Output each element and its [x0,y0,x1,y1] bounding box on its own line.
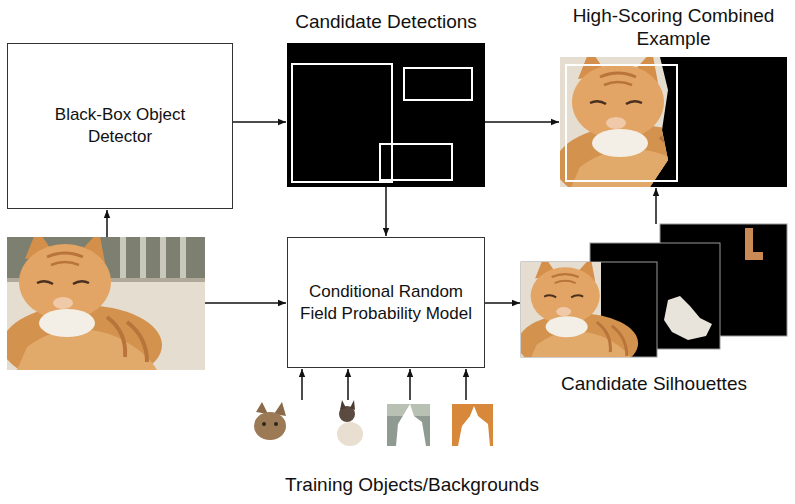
silhouette-stack [518,224,787,373]
box-label: Black-Box Object Detector [34,104,206,148]
detection-box [380,144,452,180]
white-silhouette [396,404,426,446]
process-box: Black-Box Object Detector [7,43,233,209]
white-silhouette [458,406,490,446]
cat [521,262,638,357]
rail-bar [140,237,146,279]
panel-heading: Candidate Silhouettes [559,372,749,395]
training-images [248,400,493,446]
connector-arrow [233,122,286,123]
cat [555,49,715,205]
cat-ear [256,402,268,414]
cat-body [337,422,363,446]
cat-ear [350,400,355,410]
image-panel: High-Scoring Combined Example [560,4,787,187]
cat-eye [274,422,278,426]
connector-arrow [656,188,657,224]
black-image [287,43,485,187]
image-group: Training Objects/Backgrounds [248,400,493,496]
panel-heading: Candidate Detections [293,10,479,33]
detection-box [404,68,472,100]
cat-ear [340,400,346,410]
image-stack: Candidate Silhouettes [521,224,787,395]
connector-line [347,369,349,400]
training-image [387,404,430,446]
silhouette-blob [753,252,763,260]
connector-line [485,302,520,304]
connector-arrow [386,187,387,236]
connector-arrow [302,369,466,400]
detection-box [566,65,677,181]
box-label: Conditional Random Field Probability Mod… [300,281,472,325]
silhouette-blob [745,228,753,260]
process-box: Conditional Random Field Probability Mod… [287,237,485,368]
detections-image [287,43,485,187]
input-arrow [106,210,108,237]
cat-eye [262,422,266,426]
connector-arrow [485,303,520,304]
connector-line [655,188,657,224]
detection-box [292,64,392,182]
training-image [330,404,368,446]
panel-heading: Training Objects/Backgrounds [283,473,541,496]
training-image [248,404,291,446]
rail-bar [180,237,186,279]
cat-photo [7,237,205,370]
combined-image [555,49,787,205]
panel-heading: High-Scoring Combined Example [556,4,792,50]
connector-line [409,369,411,400]
connector-arrow [485,122,559,123]
image-panel: Candidate Detections [287,10,485,187]
rail-bar [160,237,166,279]
connector-line [485,121,559,123]
connector-line [465,369,467,400]
connector-line [301,369,303,400]
silhouette-blob [664,296,712,340]
input-arrow [205,302,286,304]
connector-line [385,187,387,236]
cat [7,237,162,370]
connector-line [233,121,286,123]
cat-head [254,412,286,440]
training-image [452,404,493,446]
rail-bar [120,237,126,279]
